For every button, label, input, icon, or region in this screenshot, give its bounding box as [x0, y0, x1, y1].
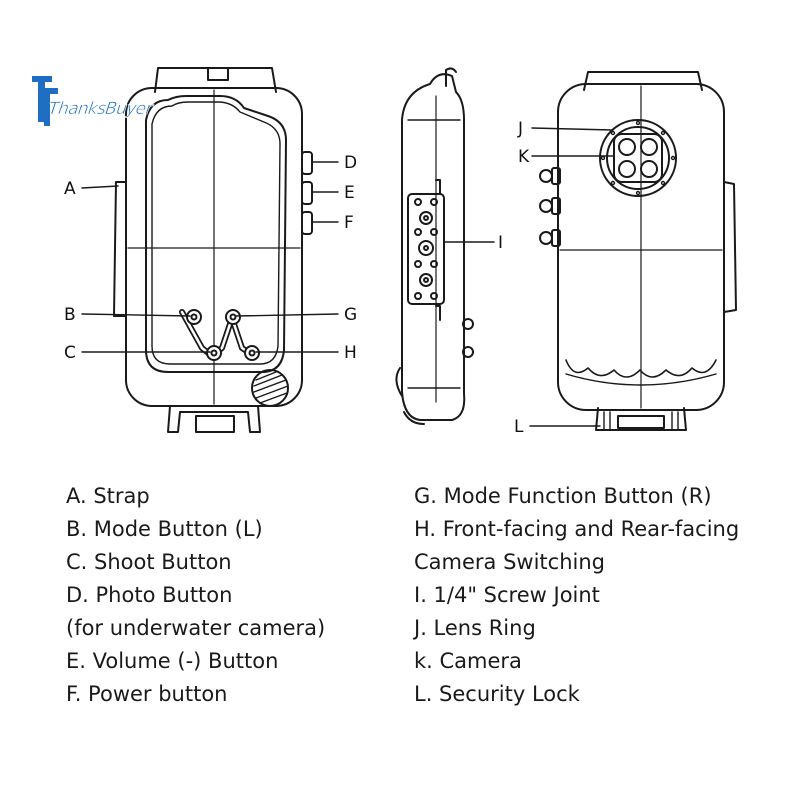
callout-L: L	[514, 417, 524, 437]
callout-I: I	[498, 233, 503, 253]
legend-left: A. Strap B. Mode Button (L) C. Shoot But…	[66, 480, 325, 711]
legend-item-k: k. Camera	[414, 649, 522, 673]
lens-ring	[599, 119, 677, 197]
front-knob	[251, 369, 289, 407]
legend-item-j: J. Lens Ring	[414, 616, 536, 640]
callout-B: B	[64, 305, 76, 325]
callout-K: K	[518, 147, 530, 167]
legend-item-c: C. Shoot Button	[66, 550, 232, 574]
back-strap	[723, 181, 737, 313]
front-strap	[113, 181, 127, 317]
brand-logo-mark	[32, 76, 58, 126]
legend-item-h: H. Front-facing and Rear-facing	[414, 517, 740, 541]
legend-item-g: G. Mode Function Button (R)	[414, 484, 712, 508]
front-screen-frame	[145, 95, 287, 373]
callout-H: H	[344, 343, 357, 363]
callout-F: F	[344, 213, 354, 233]
screw-plate	[407, 193, 445, 305]
back-bottom-lock	[595, 407, 687, 431]
side-body	[401, 73, 466, 421]
legend-item-b: B. Mode Button (L)	[66, 517, 263, 541]
leader-lines	[81, 127, 615, 427]
legend-item-h-cont: Camera Switching	[414, 550, 605, 574]
callout-D: D	[344, 153, 357, 173]
callout-G: G	[344, 305, 357, 325]
front-bottom-lock	[167, 405, 261, 433]
legend-item-d: D. Photo Button	[66, 583, 233, 607]
front-top-clip	[154, 67, 277, 93]
camera-block	[613, 133, 663, 183]
callout-E: E	[344, 183, 355, 203]
housing-diagram: A B C D E F G H I J K L	[64, 67, 737, 437]
side-view	[395, 67, 474, 425]
legend-item-e: E. Volume (-) Button	[66, 649, 279, 673]
legend-item-f: F. Power button	[66, 682, 228, 706]
legend-item-i: I. 1/4" Screw Joint	[414, 583, 600, 607]
brand-logo-text: ThanksBuyer	[47, 99, 155, 119]
callout-J: J	[517, 119, 523, 139]
front-view	[113, 67, 313, 433]
brand-logo: ThanksBuyer	[32, 76, 155, 126]
legend-item-d-note: (for underwater camera)	[66, 616, 326, 640]
back-side-buttons	[539, 167, 561, 247]
callout-C: C	[64, 343, 76, 363]
back-view	[539, 71, 737, 431]
legend-item-a: A. Strap	[66, 484, 150, 508]
back-top-clip	[583, 71, 703, 91]
front-body	[125, 87, 303, 407]
legend-right: G. Mode Function Button (R) H. Front-fac…	[414, 480, 739, 711]
legend-item-l: L. Security Lock	[414, 682, 580, 706]
callout-A: A	[64, 179, 76, 199]
